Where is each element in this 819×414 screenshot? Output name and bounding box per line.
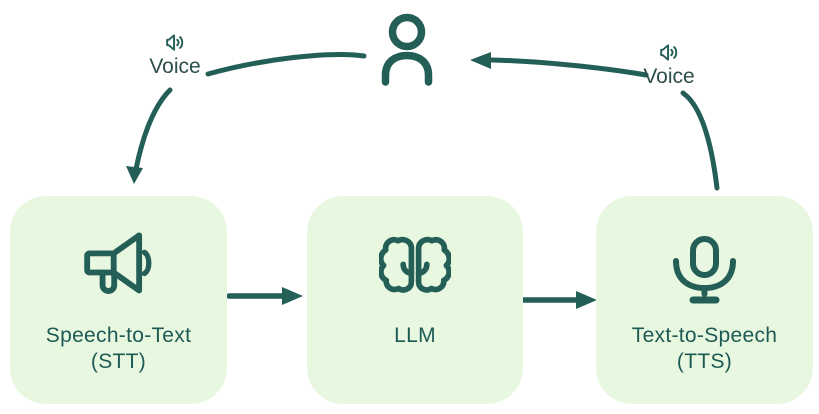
node-label-line1: Text-to-Speech xyxy=(631,324,778,347)
arrowhead-right xyxy=(576,291,597,309)
voice-label-text: Voice xyxy=(149,55,201,78)
user-node xyxy=(381,11,433,87)
edge-user-to-voice-left xyxy=(205,52,367,77)
node-label-line2: (STT) xyxy=(90,350,147,373)
node-speech-to-text: Speech-to-Text (STT) xyxy=(10,196,227,404)
edge-tts-to-voice-right xyxy=(680,90,720,191)
speaker-sound-icon xyxy=(165,34,183,51)
node-label-line1: LLM xyxy=(394,324,436,347)
brain-icon xyxy=(379,236,451,293)
node-label-line2: (TTS) xyxy=(676,350,733,373)
node-label: Speech-to-Text (STT) xyxy=(10,323,227,375)
person-icon xyxy=(381,13,433,86)
speaker-sound-icon xyxy=(659,44,677,61)
node-llm: LLM xyxy=(307,196,523,404)
node-text-to-speech: Text-to-Speech (TTS) xyxy=(596,196,813,404)
node-label-line1: Speech-to-Text xyxy=(45,324,192,347)
voice-label-right: Voice xyxy=(633,41,705,89)
node-label: LLM xyxy=(307,323,523,349)
edge-voice-left-to-stt xyxy=(133,87,173,172)
arrowhead-left xyxy=(470,52,491,69)
microphone-icon xyxy=(672,236,736,304)
voice-label-left: Voice xyxy=(139,31,211,79)
arrowhead-right xyxy=(282,287,303,305)
arrowhead-down xyxy=(126,166,143,184)
edge-voice-right-to-user xyxy=(489,57,649,78)
voice-label-text: Voice xyxy=(643,65,695,88)
node-label: Text-to-Speech (TTS) xyxy=(596,323,813,375)
megaphone-icon xyxy=(83,232,151,294)
